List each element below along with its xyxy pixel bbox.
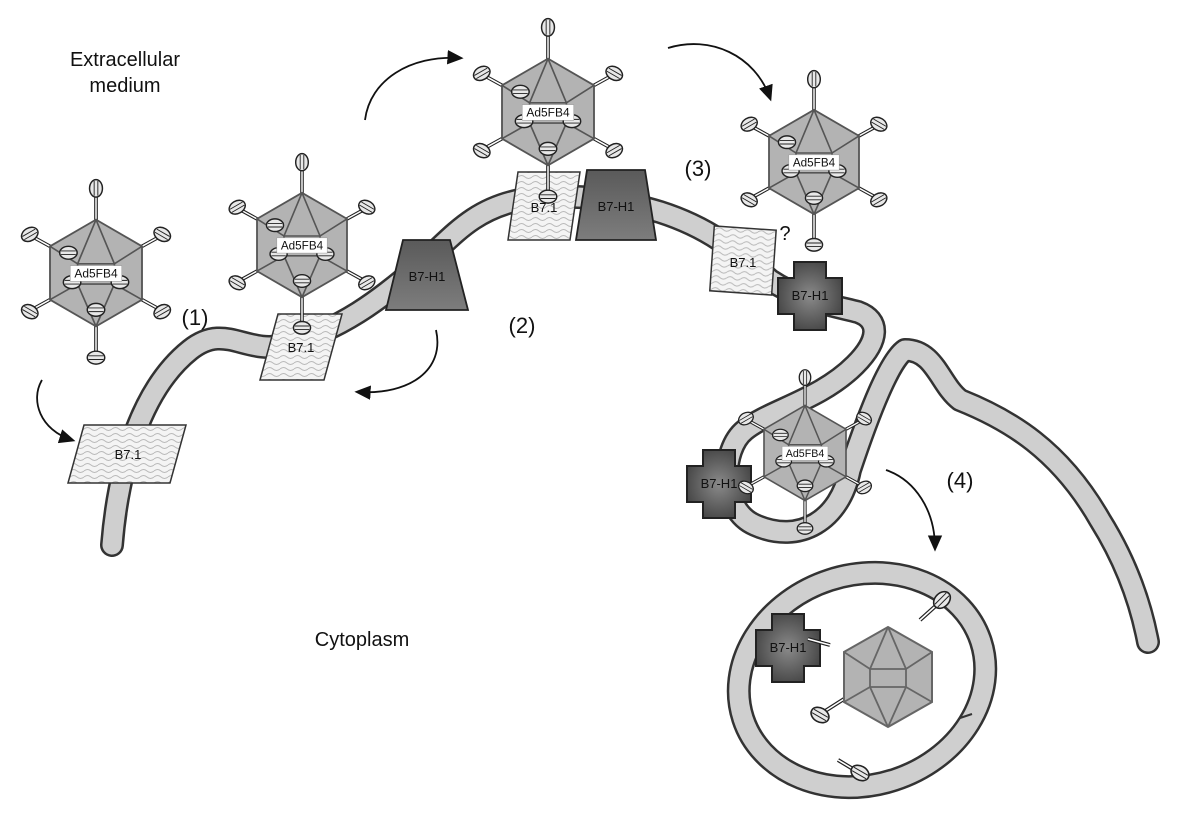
b7h1-receptor-cross-2: B7-H1 <box>686 449 752 519</box>
virus-5-label: Ad5FB4 <box>786 448 825 460</box>
virus-particle-2: Ad5FB4 <box>227 154 378 334</box>
extracellular-label-line2: medium <box>89 75 160 97</box>
arrow-step-1 <box>36 379 76 444</box>
b71-receptor-4: B7.1 <box>708 225 777 296</box>
capsid-in-endosome <box>807 625 933 729</box>
virus-1-label: Ad5FB4 <box>74 267 118 281</box>
b71-receptor-1-label: B7.1 <box>115 447 142 462</box>
free-fiber-knob-1 <box>918 587 955 622</box>
virus-particle-1: Ad5FB4 <box>19 180 173 364</box>
virus-4-label: Ad5FB4 <box>793 157 836 170</box>
b7h1-receptor-cross-1: B7-H1 <box>777 261 843 331</box>
b7h1-receptor-2-label: B7-H1 <box>598 199 635 214</box>
cytoplasm-label: Cytoplasm <box>315 629 409 651</box>
b71-receptor-2: B7.1 <box>259 313 343 381</box>
step-4-label: (4) <box>947 468 974 493</box>
b7h1-receptor-trapezoid-2: B7-H1 <box>574 169 658 241</box>
b7h1-receptor-trapezoid-1: B7-H1 <box>384 239 470 311</box>
arrow-step-4 <box>885 469 943 552</box>
virus-particle-5: Ad5FB4 <box>736 370 873 534</box>
step-3-label: (3) <box>685 156 712 181</box>
virus-2-label: Ad5FB4 <box>281 240 324 253</box>
arrow-step-3 <box>667 43 773 102</box>
virus-particle-4: Ad5FB4 <box>739 71 890 251</box>
step-1-label: (1) <box>182 305 209 330</box>
question-mark: ? <box>779 223 790 245</box>
step-2-label: (2) <box>509 313 536 338</box>
arrow-step-2-down <box>354 329 439 400</box>
b71-receptor-4-label: B7.1 <box>730 255 757 270</box>
virus-3-label: Ad5FB4 <box>526 106 570 120</box>
b7h1-receptor-cross-1-label: B7-H1 <box>792 288 829 303</box>
b71-receptor-3-label: B7.1 <box>531 200 558 215</box>
b7h1-receptor-cross-3: B7-H1 <box>755 613 821 683</box>
b71-receptor-3: B7.1 <box>507 171 581 241</box>
b7h1-receptor-cross-3-label: B7-H1 <box>770 640 807 655</box>
b71-receptor-1: B7.1 <box>67 424 187 484</box>
extracellular-label-line1: Extracellular <box>70 49 180 71</box>
free-fiber-knob-2 <box>836 758 873 785</box>
endosome-vesicle <box>726 560 998 800</box>
b7h1-receptor-cross-2-label: B7-H1 <box>701 476 738 491</box>
arrow-step-2-up <box>364 50 464 121</box>
virus-particle-3: Ad5FB4 <box>471 19 625 203</box>
b7h1-receptor-1-label: B7-H1 <box>409 269 446 284</box>
b71-receptor-2-label: B7.1 <box>288 340 315 355</box>
